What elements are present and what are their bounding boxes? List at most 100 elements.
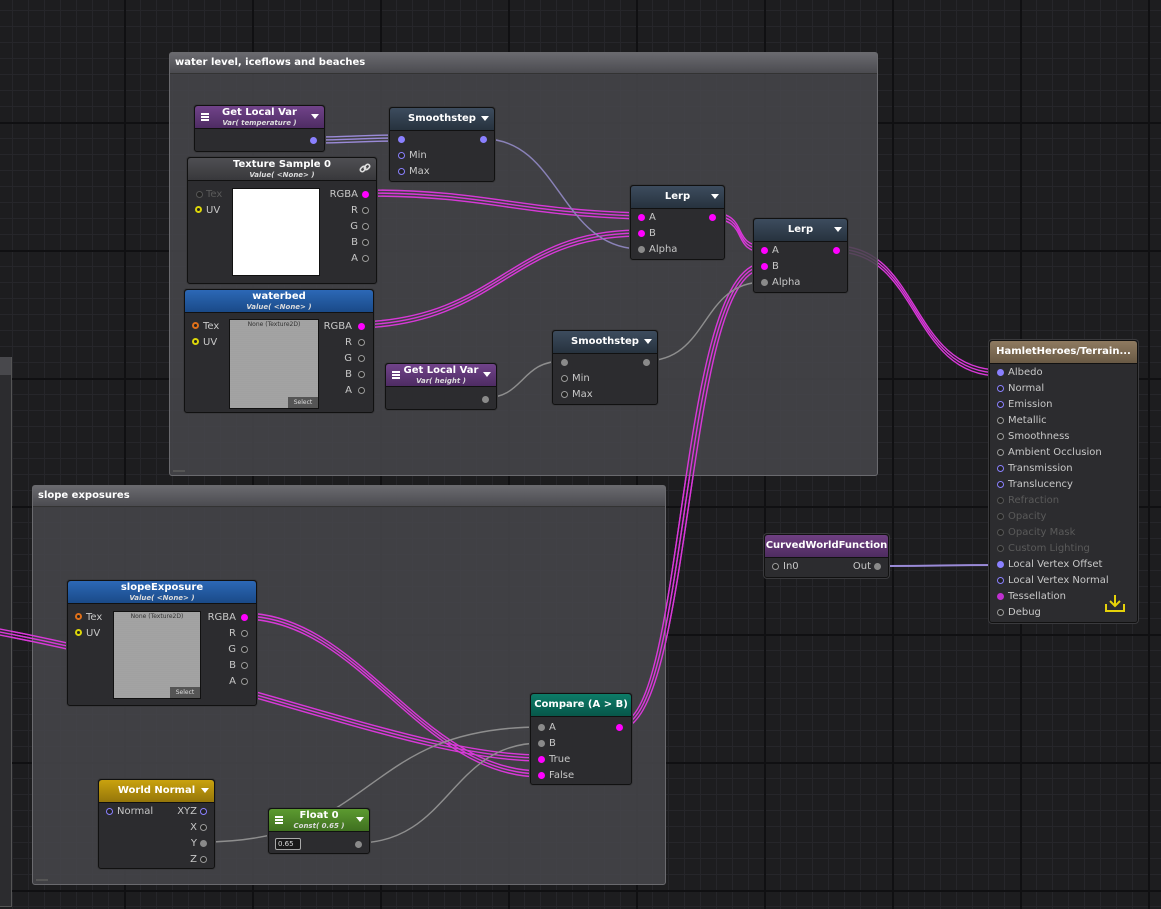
- output-port-b[interactable]: [362, 239, 369, 246]
- output-port-g[interactable]: [358, 355, 365, 362]
- output-port-a[interactable]: [241, 678, 248, 685]
- input-port-opacity-mask[interactable]: [997, 529, 1004, 536]
- output-port[interactable]: [616, 724, 623, 731]
- node-float-0[interactable]: Float 0 Const( 0.65 ) 0.65: [268, 808, 370, 854]
- output-port-r[interactable]: [362, 207, 369, 214]
- node-lerp-1[interactable]: Lerp A B Alpha: [630, 185, 725, 260]
- node-world-normal[interactable]: World Normal Normal XYZ X Y Z: [98, 779, 215, 869]
- group-resize-handle[interactable]: [36, 879, 48, 881]
- output-port[interactable]: [355, 841, 362, 848]
- link-icon[interactable]: [359, 162, 371, 174]
- output-port-g[interactable]: [241, 646, 248, 653]
- output-port-out[interactable]: [874, 563, 881, 570]
- input-port-local-vertex-offset[interactable]: [997, 561, 1004, 568]
- node-smoothstep-2[interactable]: Smoothstep Min Max: [552, 330, 658, 405]
- input-port-min[interactable]: [561, 375, 568, 382]
- dropdown-caret-icon[interactable]: [201, 788, 209, 793]
- node-header[interactable]: Get Local Var Var( temperature ): [195, 106, 324, 129]
- group-title[interactable]: slope exposures: [33, 486, 665, 507]
- output-port-r[interactable]: [241, 630, 248, 637]
- save-output-icon[interactable]: [1104, 593, 1126, 613]
- input-port-smoothness[interactable]: [997, 433, 1004, 440]
- input-port-tex[interactable]: [75, 613, 82, 620]
- node-compare[interactable]: Compare (A > B) A B True False: [530, 693, 632, 785]
- input-port-emission[interactable]: [997, 401, 1004, 408]
- output-port[interactable]: [833, 247, 840, 254]
- node-texture-sample-0[interactable]: Texture Sample 0 Value( <None> ) Tex UV …: [187, 157, 377, 284]
- output-port-z[interactable]: [200, 856, 207, 863]
- select-texture-button[interactable]: Select: [288, 397, 318, 408]
- output-port-b[interactable]: [241, 662, 248, 669]
- input-port-normal[interactable]: [997, 385, 1004, 392]
- output-port[interactable]: [310, 137, 317, 144]
- node-header[interactable]: waterbed Value( <None> ): [185, 290, 373, 313]
- node-header[interactable]: Get Local Var Var( height ): [386, 364, 496, 387]
- input-port-b[interactable]: [761, 263, 768, 270]
- input-port-uv[interactable]: [195, 206, 202, 213]
- node-header[interactable]: Compare (A > B): [531, 694, 631, 717]
- node-header[interactable]: Float 0 Const( 0.65 ): [269, 809, 369, 832]
- output-port-a[interactable]: [362, 255, 369, 262]
- input-port-a[interactable]: [761, 247, 768, 254]
- input-port-local-vertex-normal[interactable]: [997, 577, 1004, 584]
- input-port-b[interactable]: [538, 740, 545, 747]
- dropdown-caret-icon[interactable]: [356, 817, 364, 822]
- output-port-g[interactable]: [362, 223, 369, 230]
- input-port-alpha[interactable]: [761, 279, 768, 286]
- dropdown-caret-icon[interactable]: [311, 114, 319, 119]
- input-port-normal[interactable]: [106, 808, 113, 815]
- input-port-tex[interactable]: [192, 322, 199, 329]
- input-port-custom-lighting[interactable]: [997, 545, 1004, 552]
- output-port-x[interactable]: [200, 824, 207, 831]
- menu-icon[interactable]: [275, 816, 283, 818]
- input-port-tessellation[interactable]: [997, 593, 1004, 600]
- input-port-transmission[interactable]: [997, 465, 1004, 472]
- texture-preview[interactable]: None (Texture2D) Select: [229, 319, 319, 409]
- output-port-rgba[interactable]: [358, 323, 365, 330]
- input-port-tex[interactable]: [196, 191, 203, 198]
- node-smoothstep-1[interactable]: Smoothstep Min Max: [389, 107, 495, 182]
- node-lerp-2[interactable]: Lerp A B Alpha: [753, 218, 848, 293]
- dropdown-caret-icon[interactable]: [711, 194, 719, 199]
- input-port-refraction[interactable]: [997, 497, 1004, 504]
- input-port-ambient-occlusion[interactable]: [997, 449, 1004, 456]
- output-port-rgba[interactable]: [362, 191, 369, 198]
- dropdown-caret-icon[interactable]: [644, 339, 652, 344]
- dropdown-caret-icon[interactable]: [834, 227, 842, 232]
- output-port-r[interactable]: [358, 339, 365, 346]
- float-value-input[interactable]: 0.65: [275, 838, 301, 850]
- node-header[interactable]: CurvedWorldFunction: [765, 535, 888, 558]
- input-port-value[interactable]: [398, 136, 405, 143]
- input-port-a[interactable]: [538, 724, 545, 731]
- dropdown-caret-icon[interactable]: [481, 116, 489, 121]
- output-port-rgba[interactable]: [241, 614, 248, 621]
- input-port-translucency[interactable]: [997, 481, 1004, 488]
- input-port-max[interactable]: [398, 168, 405, 175]
- input-port-false[interactable]: [538, 772, 545, 779]
- output-port-y[interactable]: [200, 840, 207, 847]
- input-port-max[interactable]: [561, 391, 568, 398]
- input-port-true[interactable]: [538, 756, 545, 763]
- texture-preview[interactable]: None (Texture2D) Select: [113, 611, 201, 699]
- output-port-b[interactable]: [358, 371, 365, 378]
- output-port[interactable]: [709, 214, 716, 221]
- input-port-value[interactable]: [561, 359, 568, 366]
- node-header[interactable]: HamletHeroes/Terrain...: [990, 341, 1137, 364]
- node-get-local-var-height[interactable]: Get Local Var Var( height ): [385, 363, 497, 410]
- output-port-a[interactable]: [358, 387, 365, 394]
- input-port-b[interactable]: [638, 230, 645, 237]
- output-port-xyz[interactable]: [200, 808, 207, 815]
- input-port-alpha[interactable]: [638, 246, 645, 253]
- input-port-min[interactable]: [398, 152, 405, 159]
- node-curved-world-function[interactable]: CurvedWorldFunction In0 Out: [764, 534, 889, 578]
- dropdown-caret-icon[interactable]: [483, 372, 491, 377]
- input-port-debug[interactable]: [997, 609, 1004, 616]
- node-get-local-var-temperature[interactable]: Get Local Var Var( temperature ): [194, 105, 325, 152]
- input-port-albedo[interactable]: [997, 369, 1004, 376]
- output-port[interactable]: [643, 359, 650, 366]
- select-texture-button[interactable]: Select: [170, 687, 200, 698]
- node-header[interactable]: Texture Sample 0 Value( <None> ): [188, 158, 376, 181]
- menu-icon[interactable]: [201, 113, 209, 115]
- node-waterbed[interactable]: waterbed Value( <None> ) Tex UV None (Te…: [184, 289, 374, 413]
- menu-icon[interactable]: [392, 371, 400, 373]
